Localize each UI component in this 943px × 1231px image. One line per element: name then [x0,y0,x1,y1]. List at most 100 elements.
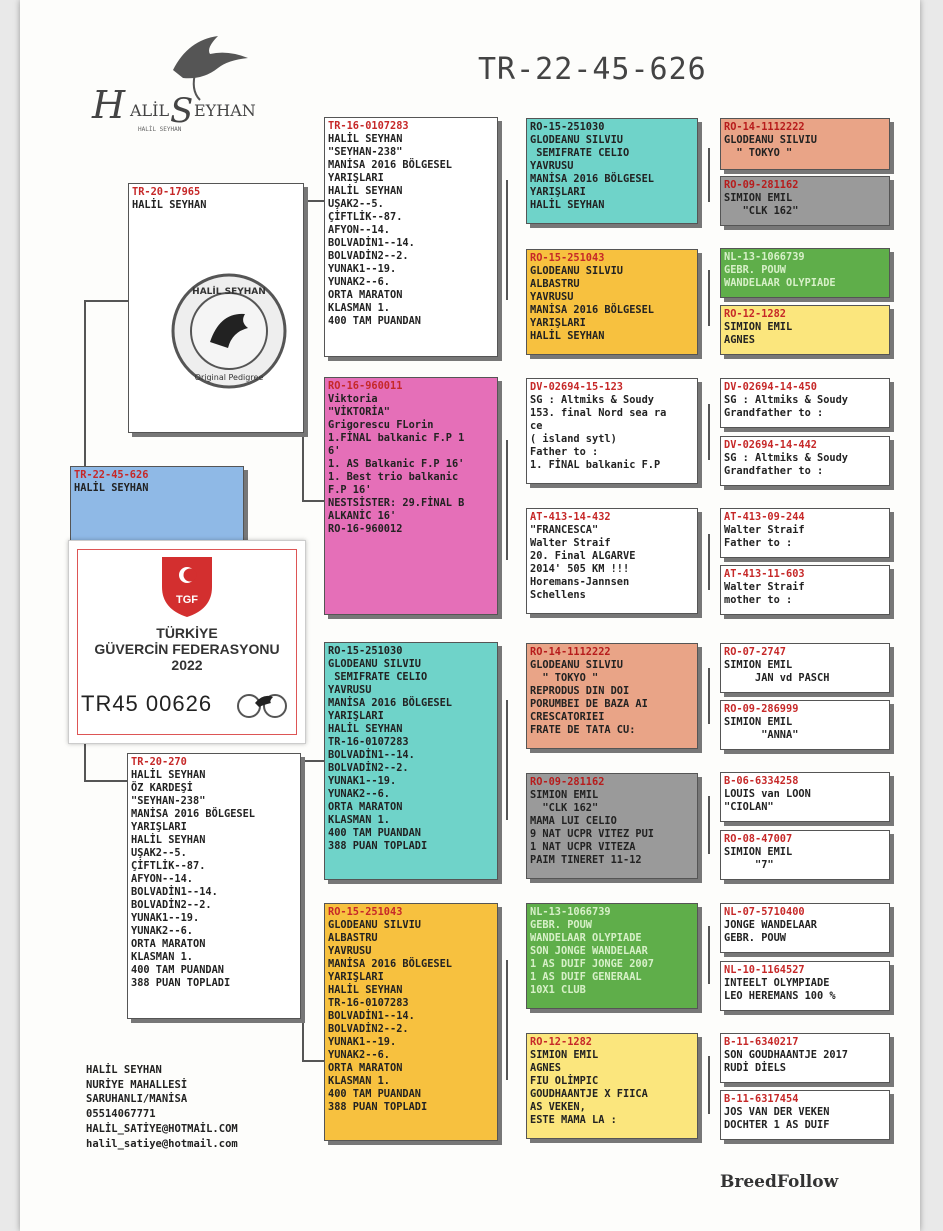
pigeon-line: MAMA LUI CELIO [530,815,617,827]
pigeon-line: 1 AS DUIF JONGE 2007 [530,958,654,970]
connector [302,760,304,1060]
pigeon-line: HALİL SEYHAN [328,185,403,197]
pigeon-line: MANİSA 2016 BÖLGESEL [328,159,452,171]
ring-number: RO-07-2747 [724,646,786,658]
connector [708,148,710,202]
ring-number: RO-14-1112222 [530,646,611,658]
connector [506,440,508,560]
pigeon-line: MANİSA 2016 BÖLGESEL [530,173,654,185]
pigeon-line: SEMIFRATE CELIO [530,147,630,159]
pigeon-line: SIMION EMIL [724,846,793,858]
pigeon-dds[interactable]: NL-13-1066739 GEBR. POUW WANDELAAR OLYPI… [526,903,698,1009]
pigeon-gen5-1[interactable]: RO-14-1112222 GLODEANU SILVIU " TOKYO " [720,118,890,170]
connector [302,500,324,502]
owner-email[interactable]: HALİL_SATİYE@HOTMAİL.COM [86,1122,238,1135]
pigeon-line: FRATE DE TATA CU: [530,724,636,736]
pigeon-line: SON GOUDHAANTJE 2017 [724,1049,848,1061]
pigeon-line: WANDELAAR OLYPIADE [724,277,836,289]
owner-email-alt[interactable]: halil_satiye@hotmail.com [86,1137,238,1150]
pigeon-line: 1. FİNAL balkanic F.P [530,459,661,471]
connector [708,404,710,460]
pigeon-dd[interactable]: RO-15-251043 GLODEANU SILVIU ALBASTRU YA… [324,903,498,1141]
owner-city: SARUHANLI/MANİSA [86,1093,188,1106]
pigeon-line: SEMIFRATE CELIO [328,671,428,683]
pigeon-gen5-4[interactable]: RO-12-1282 SIMION EMIL AGNES [720,305,890,355]
pigeon-gen5-16[interactable]: B-11-6317454 JOS VAN DER VEKEN DOCHTER 1… [720,1090,890,1140]
pigeon-gen5-7[interactable]: AT-413-09-244 Walter Straif Father to : [720,508,890,558]
pigeon-line: Father to : [530,446,599,458]
pigeon-line: SG : Altmiks & Soudy [724,394,848,406]
pigeon-line: BOLVADİN1--14. [328,237,415,249]
pigeon-line: TR-16-0107283 [328,736,409,748]
ring-number: NL-13-1066739 [724,251,805,263]
pigeon-line: CRESCATORIEI [530,711,605,723]
pigeon-gen5-14[interactable]: NL-10-1164527 INTEELT OLYMPIADE LEO HERE… [720,961,890,1011]
pigeon-ssd[interactable]: RO-15-251043 GLODEANU SILVIU ALBASTRU YA… [526,249,698,355]
ring-number: RO-09-281162 [530,776,605,788]
pigeon-line: ESTE MAMA LA : [530,1114,617,1126]
pigeon-line: LEO HEREMANS 100 % [724,990,836,1002]
pigeon-line: 388 PUAN TOPLADI [131,977,231,989]
pigeon-line: MANİSA 2016 BÖLGESEL [328,958,452,970]
pigeon-gen5-10[interactable]: RO-09-286999 SIMION EMIL "ANNA" [720,700,890,750]
pigeon-line: SG : Altmiks & Soudy [530,394,654,406]
connector [302,1060,324,1062]
owner-phone: 05514067771 [86,1108,156,1121]
pigeon-gen5-12[interactable]: RO-08-47007 SIMION EMIL "7" [720,830,890,880]
pigeon-line: " TOKYO " [530,672,599,684]
pigeon-line: GEBR. POUW [724,932,786,944]
pigeon-ss[interactable]: TR-16-0107283 HALİL SEYHAN "SEYHAN-238" … [324,117,498,357]
pigeon-line: Walter Straif [530,537,611,549]
pigeon-ds[interactable]: RO-15-251030 GLODEANU SILVIU SEMIFRATE C… [324,642,498,880]
pigeon-gen5-11[interactable]: B-06-6334258 LOUIS van LOON "CIOLAN" [720,772,890,822]
pigeon-line: ÖZ KARDEŞİ [131,782,193,794]
pigeon-line: "CLK 162" [530,802,599,814]
ring-number: TR-20-17965 [132,186,201,198]
pigeon-line: ORTA MARATON [328,1062,403,1074]
ring-number: AT-413-09-244 [724,511,805,523]
pigeon-line: "FRANCESCA" [530,524,599,536]
pigeon-line: YUNAK2--6. [328,276,390,288]
pigeon-line: "CIOLAN" [724,801,774,813]
pigeon-sdd[interactable]: AT-413-14-432 "FRANCESCA" Walter Straif … [526,508,698,614]
pigeon-line: JOS VAN DER VEKEN [724,1106,830,1118]
pigeon-line: FIU OLİMPIC [530,1075,599,1087]
federation-card: TGF TÜRKİYE GÜVERCİN FEDERASYONU 2022 TR… [68,540,306,744]
pigeon-line: 400 TAM PUANDAN [328,827,421,839]
pigeon-line: KLASMAN 1. [131,951,193,963]
pigeon-sd[interactable]: RO-16-960011 Viktoria "VİKTORİA" Grigore… [324,377,498,615]
pigeon-line: LOUIS van LOON [724,788,811,800]
pigeon-gen5-6[interactable]: DV-02694-14-442 SG : Altmiks & Soudy Gra… [720,436,890,486]
pigeon-line: BOLVADİN1--14. [328,749,415,761]
ring-id: TR45 00626 [81,691,213,716]
ring-number: RO-15-251043 [328,906,403,918]
pigeon-line: Grandfather to : [724,407,824,419]
pigeon-line: YUNAK1--19. [328,263,397,275]
pigeon-sds[interactable]: DV-02694-15-123 SG : Altmiks & Soudy 153… [526,378,698,484]
pigeon-subject[interactable]: TR-22-45-626 HALİL SEYHAN [70,466,244,546]
pigeon-line: ce [530,420,543,432]
pigeon-gen5-9[interactable]: RO-07-2747 SIMION EMIL JAN vd PASCH [720,643,890,693]
pigeon-gen5-2[interactable]: RO-09-281162 SIMION EMIL "CLK 162" [720,176,890,226]
pigeon-gen5-8[interactable]: AT-413-11-603 Walter Straif mother to : [720,565,890,615]
pigeon-line: REPRODUS DIN DOI [530,685,630,697]
pigeon-dss[interactable]: RO-14-1112222 GLODEANU SILVIU " TOKYO " … [526,643,698,749]
pigeon-line: SIMION EMIL [724,192,793,204]
pigeon-line: "ANNA" [724,729,799,741]
pigeon-line: GLODEANU SILVIU [328,919,421,931]
pigeon-dsd[interactable]: RO-09-281162 SIMION EMIL "CLK 162" MAMA … [526,773,698,879]
pigeon-gen5-15[interactable]: B-11-6340217 SON GOUDHAANTJE 2017 RUDİ D… [720,1033,890,1083]
pigeon-gen5-5[interactable]: DV-02694-14-450 SG : Altmiks & Soudy Gra… [720,378,890,428]
pedigree-title: TR-22-45-626 [478,52,707,87]
pigeon-ddd[interactable]: RO-12-1282 SIMION EMIL AGNES FIU OLİMPIC… [526,1033,698,1139]
pigeon-line: HALİL SEYHAN [328,984,403,996]
pigeon-gen5-3[interactable]: NL-13-1066739 GEBR. POUW WANDELAAR OLYPI… [720,248,890,298]
pigeon-sss[interactable]: RO-15-251030 GLODEANU SILVIU SEMIFRATE C… [526,118,698,224]
pigeon-line: 1 AS DUIF GENERAAL [530,971,642,983]
pigeon-dam[interactable]: TR-20-270 HALİL SEYHAN ÖZ KARDEŞİ "SEYHA… [127,753,301,1019]
pigeon-line: AFYON--14. [131,873,193,885]
pigeon-line: HALİL SEYHAN [131,834,206,846]
pigeon-line: Horemans-Jannsen [530,576,630,588]
pigeon-gen5-13[interactable]: NL-07-5710400 JONGE WANDELAAR GEBR. POUW [720,903,890,953]
ring-number: RO-15-251030 [328,645,403,657]
